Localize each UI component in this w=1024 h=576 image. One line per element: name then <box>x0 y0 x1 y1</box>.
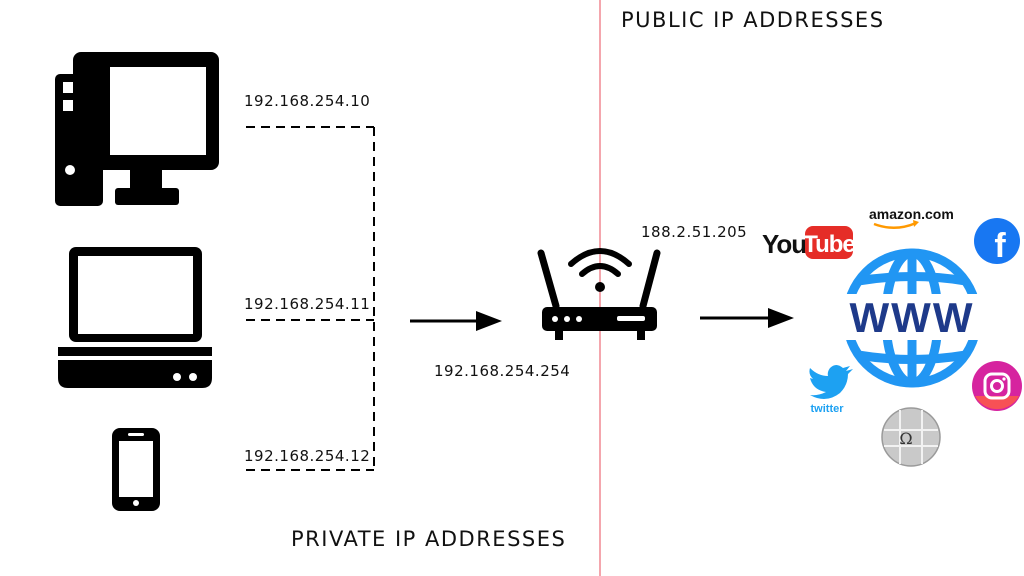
laptop-icon <box>58 247 212 388</box>
twitter-logo-icon: twitter <box>809 365 853 415</box>
router-icon <box>537 248 661 340</box>
dashed-connections <box>246 126 375 471</box>
router-public-ip-label: 188.2.51.205 <box>641 223 748 241</box>
laptop-ip-label: 192.168.254.11 <box>244 295 371 313</box>
private-ip-title: PRIVATE IP ADDRESSES <box>291 527 567 551</box>
svg-text:twitter: twitter <box>811 403 845 415</box>
router-private-ip-label: 192.168.254.254 <box>434 362 571 380</box>
svg-text:f: f <box>994 227 1006 265</box>
wikipedia-logo-icon: Ω <box>881 407 941 467</box>
facebook-logo-icon: f <box>974 218 1020 265</box>
svg-text:Ω: Ω <box>899 429 912 448</box>
youtube-logo-icon: You Tube <box>762 226 856 259</box>
amazon-logo-icon: amazon.com <box>869 206 954 229</box>
phone-ip-label: 192.168.254.12 <box>244 447 371 465</box>
arrow-to-router <box>410 311 502 331</box>
instagram-logo-icon <box>972 361 1022 411</box>
desktop-computer-icon <box>55 52 219 206</box>
svg-text:amazon.com: amazon.com <box>869 206 954 222</box>
public-ip-title: PUBLIC IP ADDRESSES <box>621 8 885 32</box>
desktop-ip-label: 192.168.254.10 <box>244 92 371 110</box>
svg-text:You: You <box>762 229 806 259</box>
www-text: WWW <box>850 294 975 341</box>
smartphone-icon <box>112 428 160 511</box>
arrow-to-internet <box>700 308 794 328</box>
svg-text:Tube: Tube <box>803 231 855 258</box>
www-band <box>840 294 984 340</box>
